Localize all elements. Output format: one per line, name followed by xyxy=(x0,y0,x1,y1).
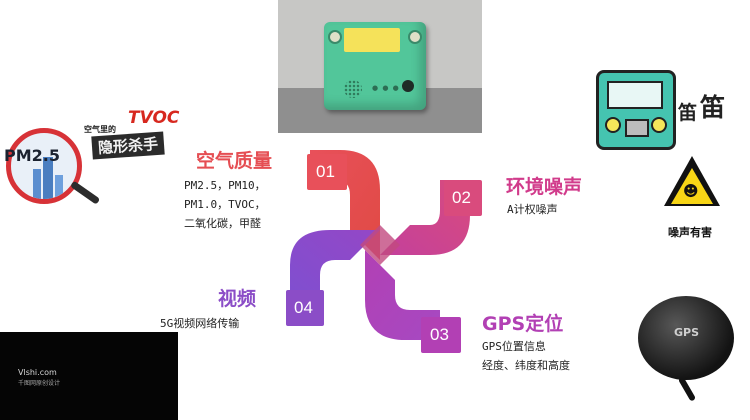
badge-03: 03 xyxy=(421,317,461,353)
horn-text-small: 笛 xyxy=(678,102,698,124)
tvoc-title: TVOC xyxy=(128,108,180,128)
arm-04 xyxy=(290,230,380,300)
section-02-desc: A计权噪声 xyxy=(507,200,558,219)
gps-antenna-image: GPS xyxy=(632,292,744,404)
badge-01: 01 xyxy=(307,154,347,190)
tvoc-subtitle: 空气里的 xyxy=(84,125,116,134)
sensor-device: ● ● ● ● xyxy=(324,22,426,110)
noise-warning-icon: ☻ xyxy=(664,156,720,208)
watermark-panel: Vlshi.com 千图网原创设计 xyxy=(0,332,178,420)
badge-02-number: 02 xyxy=(452,188,471,207)
watermark-text: Vlshi.com xyxy=(18,368,57,377)
horn-text-large: 笛 xyxy=(700,93,726,122)
section-02-title: 环境噪声 xyxy=(506,176,583,198)
badge-04: 04 xyxy=(286,290,324,326)
section-02-line: A计权噪声 xyxy=(507,203,558,216)
section-03-title: GPS定位 xyxy=(482,313,564,335)
section-01-desc: PM2.5，PM10， PM1.0，TVOC， 二氧化碳，甲醛 xyxy=(184,176,266,233)
badge-04-number: 04 xyxy=(294,298,313,317)
section-01-line: 二氧化碳，甲醛 xyxy=(184,217,261,230)
watermark-subtext: 千图网原创设计 xyxy=(18,380,61,387)
tvoc-tag: 隐形杀手 xyxy=(91,131,165,160)
gps-antenna-label: GPS xyxy=(674,326,700,339)
badge-01-number: 01 xyxy=(316,162,335,181)
noise-warning-label: 噪声有害 xyxy=(668,226,712,239)
tvoc-image: TVOC 空气里的 隐形杀手 xyxy=(78,108,188,160)
section-03-line: GPS位置信息 xyxy=(482,340,546,353)
truck-horn-image: 笛 笛 xyxy=(596,64,746,154)
section-03-line: 经度、纬度和高度 xyxy=(482,359,570,372)
device-photo: ● ● ● ● xyxy=(278,0,482,133)
section-01-line: PM1.0，TVOC， xyxy=(184,198,266,211)
pm25-magnifier-image: PM2.5 xyxy=(0,118,120,210)
section-01-title: 空气质量 xyxy=(196,150,273,172)
section-03-desc: GPS位置信息 经度、纬度和高度 xyxy=(482,337,570,375)
section-01-line: PM2.5，PM10， xyxy=(184,179,266,192)
pm25-label: PM2.5 xyxy=(4,146,60,165)
badge-02: 02 xyxy=(444,180,482,216)
section-04-title: 视频 xyxy=(218,288,257,310)
section-04-line: 5G视频网络传输 xyxy=(160,317,240,330)
section-04-desc: 5G视频网络传输 xyxy=(160,314,239,333)
badge-03-number: 03 xyxy=(430,325,449,344)
